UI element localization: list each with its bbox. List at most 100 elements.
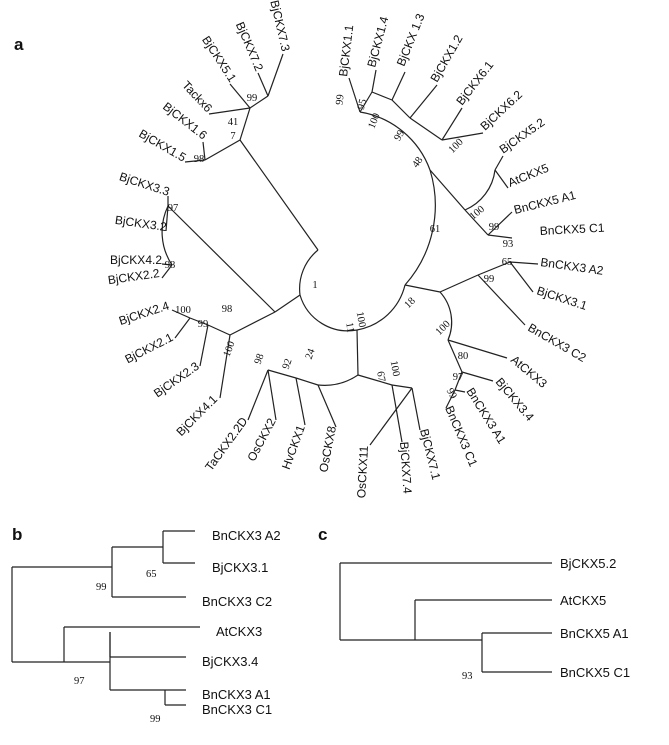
leaf-label: BjCKX1.4 [364, 15, 391, 69]
leaf-label: TaCKX2.2D [202, 414, 250, 473]
bootstrap-value: 11 [343, 322, 356, 334]
bootstrap-value: 41 [228, 117, 239, 128]
bootstrap-value: 98 [194, 154, 205, 165]
bootstrap-value: 100 [367, 112, 383, 131]
bootstrap-value: 100 [175, 305, 191, 316]
leaf-label: BjCKX1.1 [336, 24, 356, 78]
bootstrap-value: 98 [165, 260, 176, 271]
bootstrap-value: 80 [458, 351, 469, 362]
leaf-label: BjCKX3.2 [114, 213, 168, 234]
leaf-label: OsCKX8 [316, 425, 339, 474]
leaf-label: BjCKX5.2 [560, 556, 616, 571]
leaf-label: BjCKX3.3 [118, 169, 172, 198]
leaf-label: BjCKX5.2 [497, 115, 548, 156]
panel-b-letter: b [12, 525, 22, 544]
leaf-label: BnCKX5 A1 [560, 626, 629, 641]
leaf-label: BjCKX7.2 [233, 20, 266, 74]
bootstrap-value: 99 [444, 386, 459, 401]
bootstrap-value: 97 [453, 372, 464, 383]
bootstrap-value: 100 [222, 340, 238, 359]
leaf-label: BjCKX6.1 [453, 58, 496, 108]
leaf-label: BnCKX3 A2 [212, 528, 281, 543]
panel-c-letter: c [318, 525, 327, 544]
bootstrap-value: 100 [447, 137, 466, 156]
leaf-label: BjCKX1.2 [427, 32, 465, 84]
leaf-label: Tackx6 [179, 78, 215, 115]
leaf-label: HvCKX1 [279, 423, 308, 471]
panel-a: a [14, 0, 605, 499]
leaf-label: BnCKX3 C2 [202, 594, 272, 609]
leaf-label: BjCKX 1.3 [394, 11, 428, 68]
panel-a-branches [161, 53, 539, 446]
leaf-label: BjCKX2.4 [117, 298, 171, 327]
panel-c-bootstrap-values: 93 [462, 671, 473, 682]
bootstrap-value: 61 [430, 224, 441, 235]
panel-a-letter: a [14, 35, 24, 54]
bootstrap-value: 7 [230, 131, 235, 142]
panel-c-branches [339, 562, 552, 673]
bootstrap-value: 97 [74, 676, 85, 687]
leaf-label: AtCKX3 [216, 624, 262, 639]
bootstrap-value: 1 [312, 280, 317, 291]
leaf-label: OsCKX11 [354, 445, 371, 498]
leaf-label: BjCKX7.3 [267, 0, 292, 53]
bootstrap-value: 99 [484, 274, 495, 285]
bootstrap-value: 93 [503, 239, 514, 250]
bootstrap-value: 24 [304, 347, 318, 361]
leaf-label: BjCKX4.2 [110, 253, 162, 267]
leaf-label: BjCKX5.1 [199, 33, 239, 85]
leaf-label: BjCKX7.1 [417, 427, 443, 481]
bootstrap-value: 100 [354, 311, 368, 328]
leaf-label: BnCKX5 A1 [512, 188, 577, 217]
leaf-label: AtCKX3 [508, 353, 550, 391]
leaf-label: BjCKX3.1 [212, 560, 268, 575]
bootstrap-value: 67 [374, 370, 387, 382]
bootstrap-value: 65 [502, 257, 513, 268]
bootstrap-value: 65 [146, 569, 157, 580]
leaf-label: BnCKX5 C1 [539, 221, 605, 238]
leaf-label: BnCKX3 A1 [202, 687, 271, 702]
bootstrap-value: 98 [253, 352, 267, 366]
bootstrap-value: 99 [247, 93, 258, 104]
bootstrap-value: 99 [150, 714, 161, 725]
panel-b-branches [11, 530, 200, 706]
leaf-label: BjCKX7.4 [397, 441, 415, 494]
bootstrap-value: 97 [168, 203, 179, 214]
leaf-label: BjCKX2.3 [151, 359, 202, 400]
bootstrap-value: 98 [222, 304, 233, 315]
leaf-label: BjCKX4.1 [173, 392, 220, 439]
leaf-label: BnCKX3 A2 [540, 255, 605, 278]
leaf-label: BjCKX6.2 [477, 87, 525, 133]
bootstrap-value: 92 [281, 357, 295, 371]
leaf-label: BnCKX5 C1 [560, 665, 630, 680]
bootstrap-value: 95 [356, 98, 369, 111]
bootstrap-value: 18 [403, 296, 418, 311]
bootstrap-value: 93 [462, 671, 473, 682]
bootstrap-value: 48 [410, 155, 425, 170]
leaf-label: BjCKX3.4 [493, 375, 537, 424]
leaf-label: BjCKX2.2 [107, 266, 161, 287]
panel-b-bootstrap-values: 65 99 97 99 [74, 569, 161, 725]
bootstrap-value: 99 [392, 128, 407, 143]
leaf-label: BnCKX3 C1 [442, 404, 480, 469]
bootstrap-value: 99 [96, 582, 107, 593]
leaf-label: BjCKX3.1 [535, 284, 589, 313]
leaf-label: BjCKX3.4 [202, 654, 258, 669]
leaf-label: BnCKX3 C1 [202, 702, 272, 717]
bootstrap-value: 100 [388, 360, 402, 377]
leaf-label: AtCKX5 [560, 593, 606, 608]
bootstrap-value: 99 [198, 319, 209, 330]
bootstrap-value: 99 [489, 222, 500, 233]
bootstrap-value: 99 [334, 94, 346, 106]
leaf-label: BnCKX3 C2 [526, 320, 589, 365]
leaf-label: BjCKX2.1 [123, 330, 176, 366]
leaf-label: AtCKX5 [506, 161, 551, 190]
leaf-label: BjCKX1.5 [136, 126, 188, 164]
